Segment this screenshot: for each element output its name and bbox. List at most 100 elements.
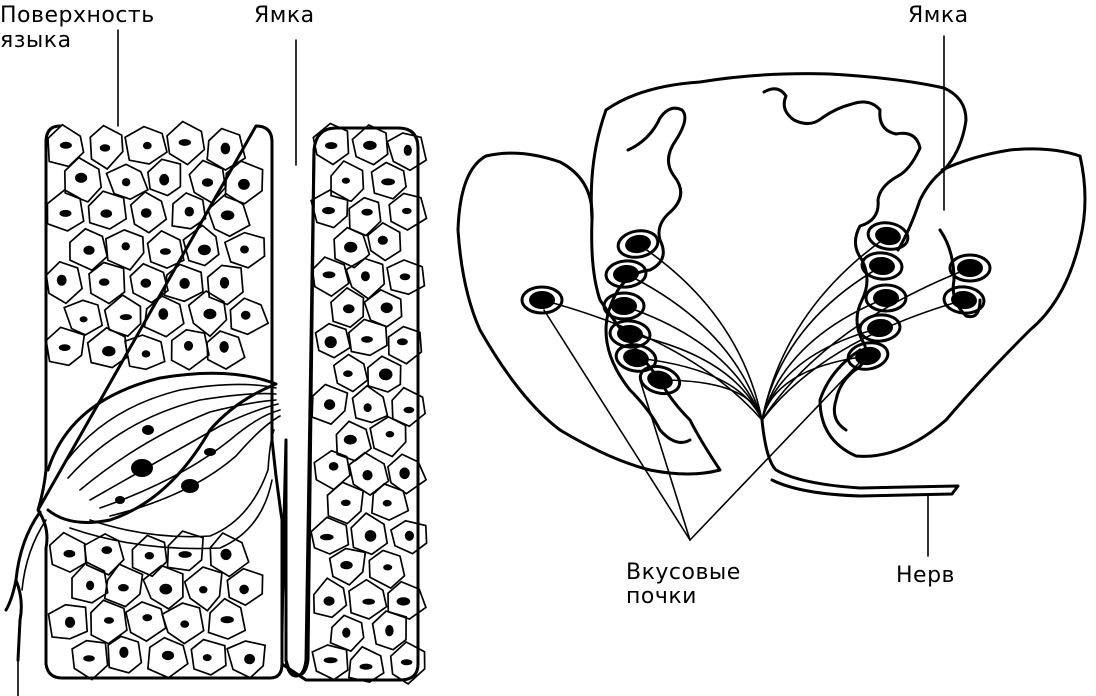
- taste-bud-outline: [602, 291, 646, 321]
- cell-nucleus: [144, 552, 155, 560]
- epithelial-cell: [142, 564, 184, 610]
- pit-left-label: Ямка: [254, 3, 315, 28]
- cell-nucleus: [323, 596, 335, 606]
- nerve-fiber: [541, 299, 763, 421]
- epithelial-cell: [188, 159, 227, 204]
- epithelial-cell: [47, 603, 89, 640]
- taste-bud-outline: [638, 364, 682, 396]
- right-block-cells: [310, 122, 428, 685]
- cell-nucleus: [402, 207, 412, 215]
- cell-nucleus: [361, 336, 373, 343]
- epithelial-cell: [206, 192, 251, 238]
- cell-nucleus: [220, 210, 235, 221]
- epithelial-cell: [388, 192, 428, 231]
- epithelial-cell: [226, 640, 267, 679]
- nerve-label: Нерв: [896, 563, 956, 588]
- epithelial-cell: [146, 636, 189, 679]
- cell-nucleus: [197, 244, 211, 256]
- epithelial-cell: [368, 549, 406, 590]
- cell-nucleus: [361, 208, 373, 216]
- cell-nucleus: [220, 616, 234, 624]
- epithelial-cell: [347, 318, 388, 357]
- epithelial-cell: [390, 519, 428, 555]
- cell-nucleus: [203, 308, 217, 320]
- epithelial-cell: [103, 563, 144, 608]
- crypt-left-wall: [604, 106, 692, 444]
- nerve-fiber: [623, 305, 763, 421]
- epithelial-cell: [171, 192, 207, 230]
- epithelial-cell: [367, 355, 402, 393]
- epithelial-cell: [330, 159, 365, 203]
- taste-buds-leader-a: [543, 309, 691, 541]
- left-nerve-fiber: [4, 510, 42, 662]
- cell-nucleus: [340, 561, 353, 570]
- cell-nucleus: [63, 549, 76, 558]
- epithelial-cell: [129, 190, 168, 234]
- epithelial-cell: [107, 635, 143, 674]
- epithelial-cell: [310, 189, 349, 229]
- epithelial-cell: [350, 512, 389, 556]
- cell-nucleus: [403, 406, 415, 414]
- epithelial-cell: [366, 221, 402, 262]
- epithelial-cell: [183, 566, 223, 612]
- epithelial-cell: [326, 481, 365, 525]
- cell-nucleus: [183, 340, 194, 351]
- cell-nucleus: [325, 142, 338, 150]
- epithelial-cell: [105, 228, 145, 271]
- nerve-fiber: [637, 243, 763, 421]
- cell-nucleus: [178, 139, 191, 146]
- epithelial-cell: [386, 259, 426, 296]
- epithelial-cell: [124, 601, 167, 643]
- nerve-fiber: [761, 299, 965, 421]
- cell-nucleus: [119, 646, 129, 658]
- cell-nucleus: [59, 209, 72, 217]
- tongue-surface-label-line1: Поверхность: [0, 3, 155, 28]
- cell-nucleus: [342, 627, 351, 638]
- epithelial-cell: [347, 645, 385, 684]
- epithelial-cell: [223, 231, 266, 269]
- cell-nucleus: [396, 597, 411, 606]
- epithelial-cell: [386, 453, 428, 495]
- epithelial-cell: [329, 614, 365, 653]
- epithelial-cell: [386, 132, 428, 172]
- epithelial-cell: [206, 330, 246, 370]
- nerve-fiber: [659, 379, 763, 421]
- cell-nucleus: [99, 144, 111, 152]
- cell-nucleus: [240, 245, 249, 254]
- nerve-trunk: [760, 418, 960, 498]
- taste-buds-label-line2: почки: [626, 584, 697, 609]
- cell-nucleus: [363, 403, 372, 413]
- cell-nucleus: [140, 278, 152, 288]
- cell-nucleus: [380, 302, 393, 314]
- cell-nucleus: [141, 350, 151, 358]
- taste-buds-leader-b: [639, 379, 691, 541]
- left-tissue-block: [36, 124, 284, 680]
- cell-nucleus: [98, 278, 110, 286]
- epithelial-cell: [206, 264, 244, 306]
- cell-nucleus: [363, 140, 377, 150]
- epithelial-cell: [87, 190, 128, 230]
- cell-nucleus: [240, 310, 251, 320]
- taste-bud-outline: [866, 221, 910, 251]
- nerve-fiber: [761, 267, 971, 421]
- cell-nucleus: [341, 177, 350, 184]
- taste-bud-outline: [864, 283, 908, 313]
- epithelial-cell: [46, 188, 85, 232]
- taste-bud-outline: [948, 253, 992, 283]
- cell-nucleus: [324, 336, 337, 349]
- cell-nucleus: [219, 277, 230, 289]
- cell-nucleus: [220, 548, 232, 561]
- cell-nucleus: [86, 580, 95, 591]
- epithelial-cell: [348, 451, 390, 497]
- nerve-fiber: [635, 357, 763, 421]
- cell-nucleus: [340, 499, 351, 506]
- cell-nucleus: [75, 172, 88, 183]
- epithelial-cell: [387, 580, 427, 621]
- epithelial-cell: [88, 261, 126, 305]
- cell-nucleus: [199, 586, 208, 594]
- epithelial-cell: [71, 639, 109, 681]
- epithelial-cell: [311, 383, 349, 426]
- left-block-cells: [45, 120, 270, 681]
- taste-bud-outline: [858, 313, 902, 343]
- cell-nucleus: [101, 546, 113, 554]
